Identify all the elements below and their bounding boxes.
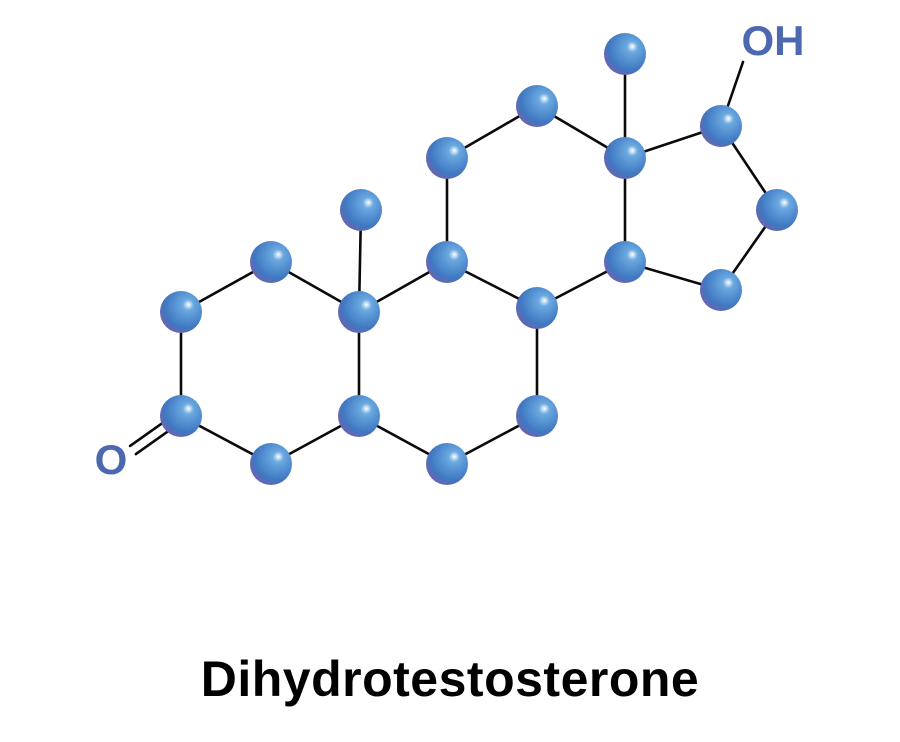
carbon-atom-C19 [340, 189, 382, 231]
carbon-atom-C2 [160, 291, 202, 333]
carbon-atom-C3 [160, 395, 202, 437]
heteroatom-labels: O OH [95, 17, 805, 483]
carbon-atom-C13 [604, 137, 646, 179]
carbon-atom-C17 [700, 105, 742, 147]
carbon-atom-C7 [516, 395, 558, 437]
carbon-atom-C8 [516, 287, 558, 329]
carbon-atom-C18 [604, 33, 646, 75]
carbon-atom-C1 [250, 241, 292, 283]
carbon-atom-C11 [426, 137, 468, 179]
carbon-atom-C14 [604, 241, 646, 283]
carbon-atom-C6 [426, 443, 468, 485]
atoms-layer [160, 33, 798, 485]
carbon-atom-C5 [338, 395, 380, 437]
oxygen-label: O [95, 436, 128, 483]
carbon-atom-C4 [250, 443, 292, 485]
carbon-atom-C12 [516, 85, 558, 127]
molecule-title: Dihydrotestosterone [200, 651, 700, 707]
carbon-atom-C16 [756, 189, 798, 231]
carbon-atom-C10 [338, 291, 380, 333]
hydroxyl-label: OH [742, 17, 805, 64]
carbon-atom-C15 [700, 269, 742, 311]
carbon-atom-C9 [426, 241, 468, 283]
